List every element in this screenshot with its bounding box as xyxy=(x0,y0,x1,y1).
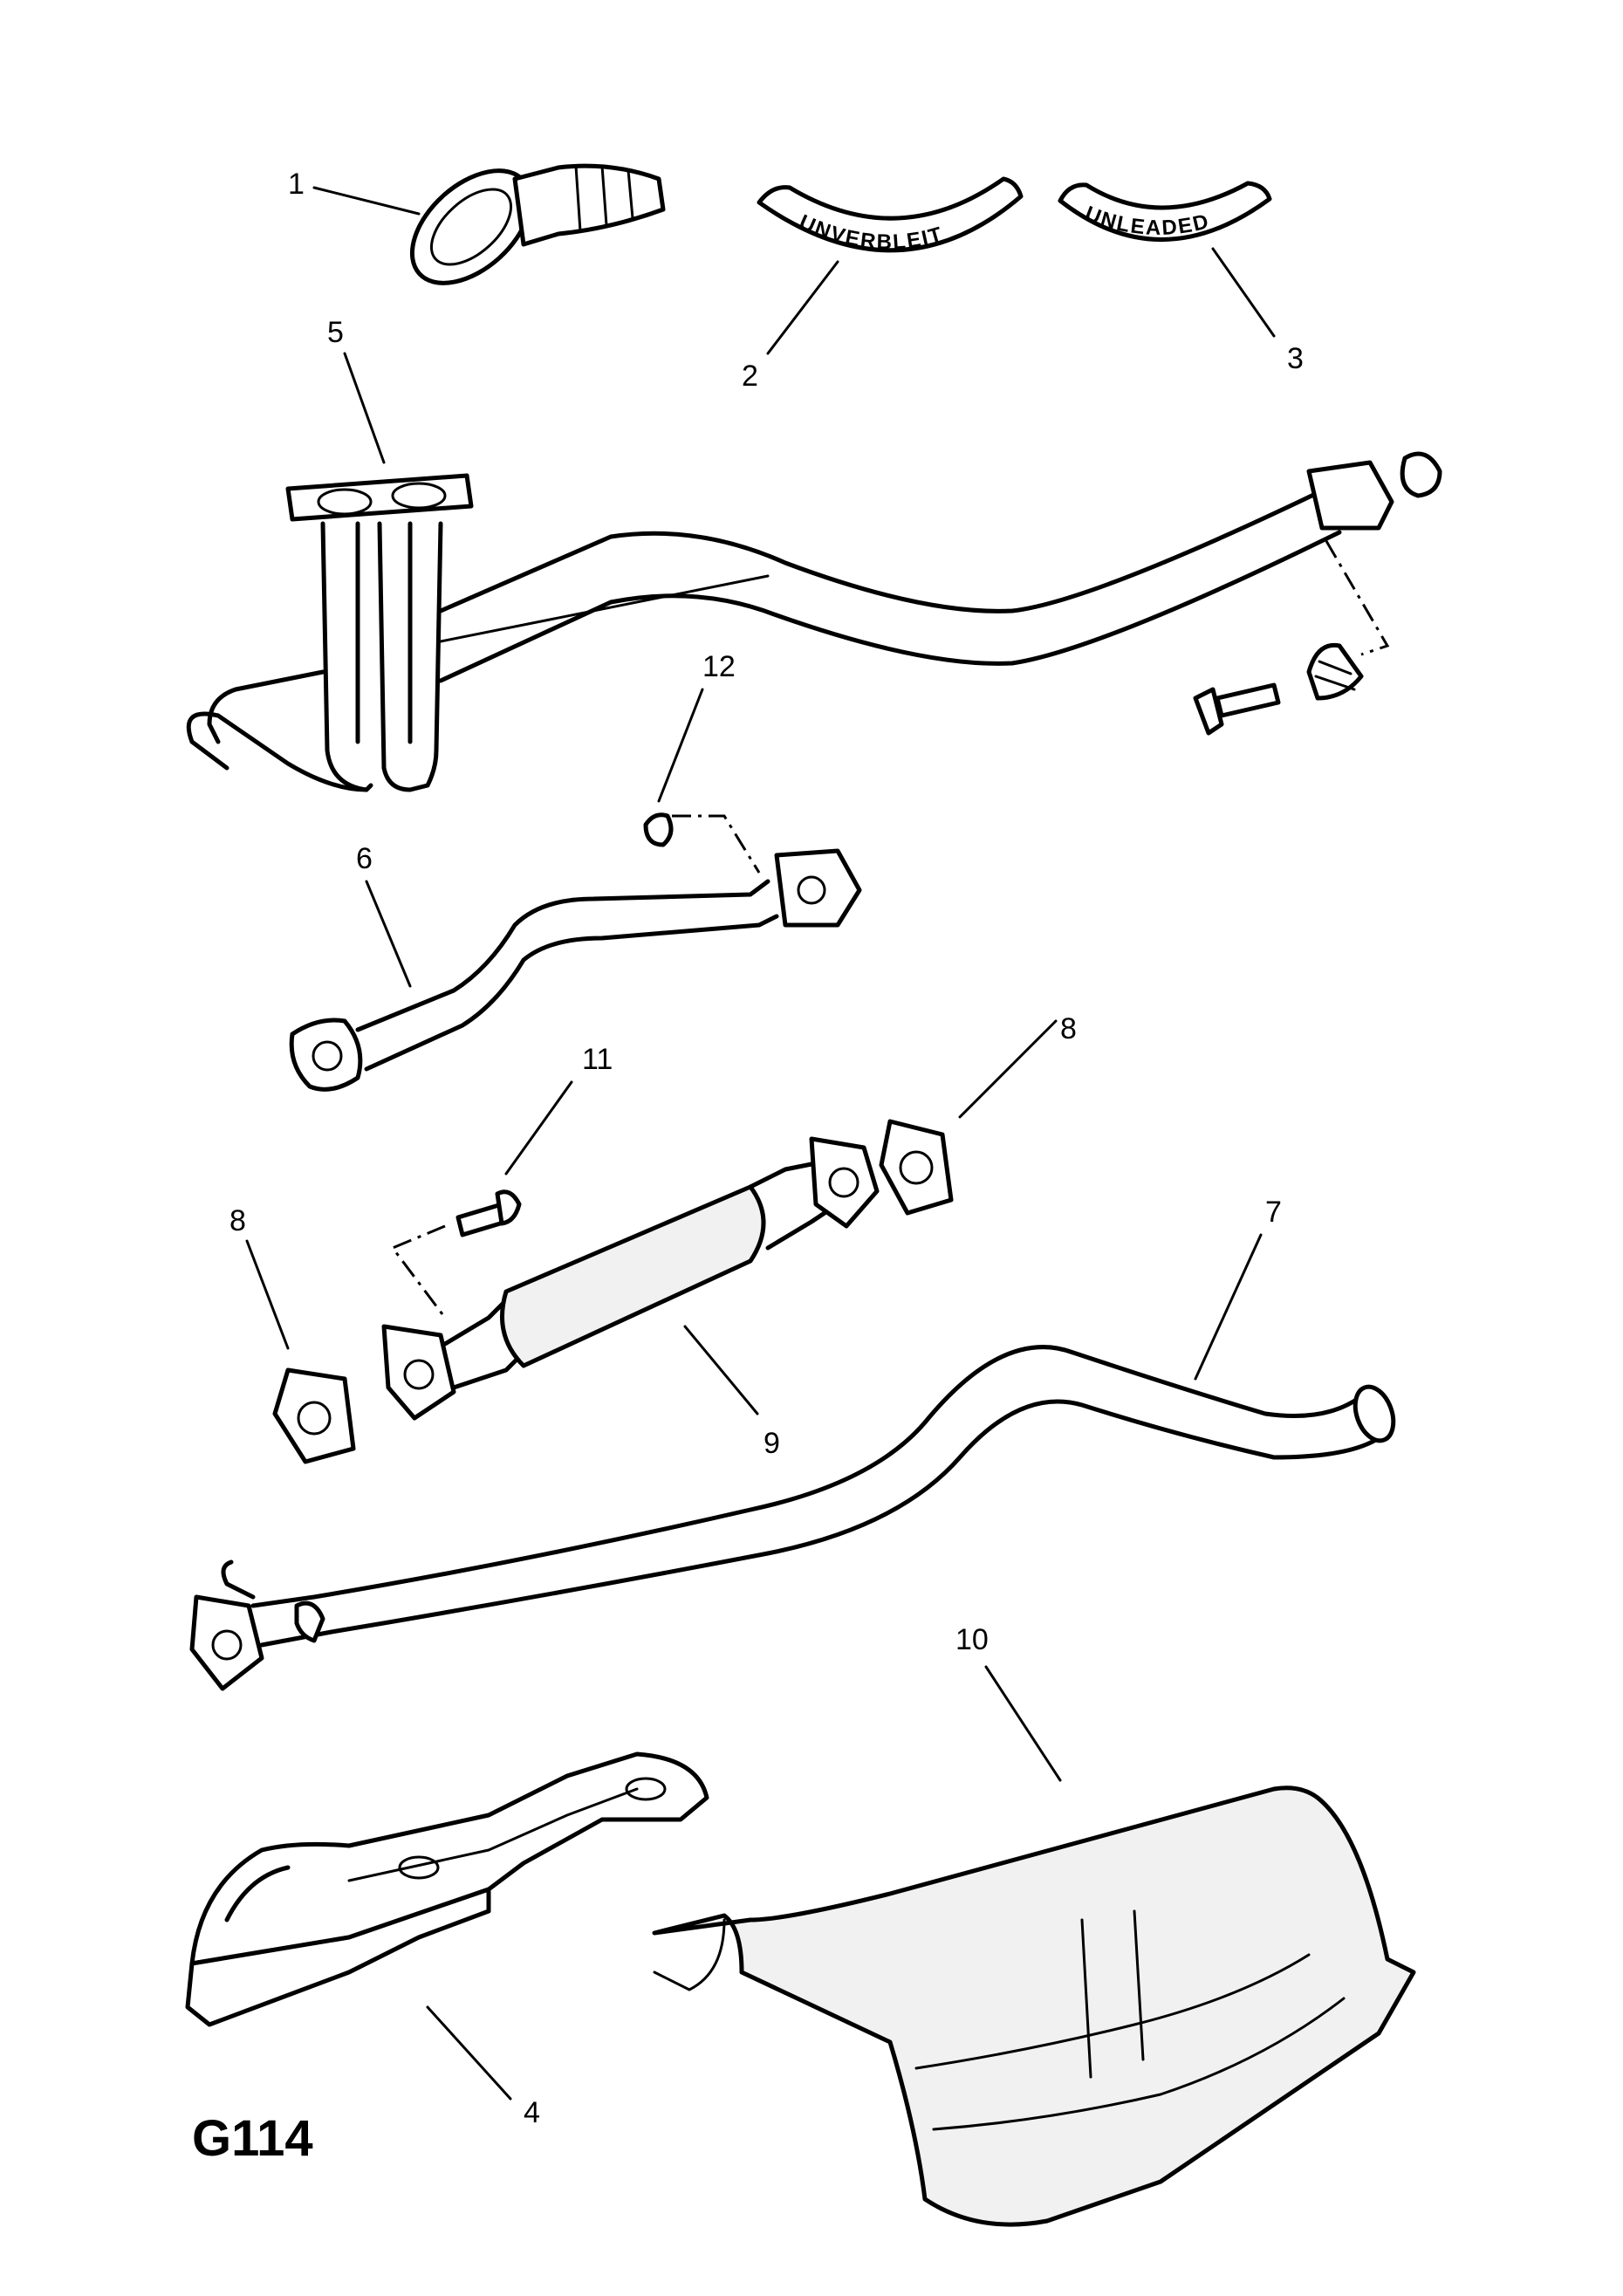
part-8-gasket-right xyxy=(879,1119,954,1216)
part-2-sticker-unverbleit: UNVERBLEIT xyxy=(757,176,1024,254)
part-9-catalytic-converter xyxy=(381,1136,880,1421)
callout-8-left: 8 xyxy=(229,1204,246,1237)
part-10-heat-shield xyxy=(652,1785,1416,2227)
callout-6: 6 xyxy=(356,842,373,875)
callout-9: 9 xyxy=(764,1427,780,1460)
part-8-gasket-left xyxy=(272,1367,356,1464)
callout-1: 1 xyxy=(288,168,305,201)
callout-labels: 1 2 3 4 5 6 7 8 8 9 10 11 12 xyxy=(229,168,1304,2129)
part-5-front-pipe xyxy=(186,451,1442,792)
part-5-mount-hardware xyxy=(1193,540,1390,736)
callout-7: 7 xyxy=(1265,1196,1282,1229)
part-6-intermediate-pipe xyxy=(289,812,862,1092)
part-4-heat-shield xyxy=(185,1751,709,2027)
figure-code: G114 xyxy=(192,2110,313,2167)
part-7-rear-pipe xyxy=(189,1345,1396,1691)
callout-5: 5 xyxy=(327,316,344,349)
callout-8-right: 8 xyxy=(1060,1012,1077,1045)
callout-11: 11 xyxy=(582,1043,613,1076)
callout-4: 4 xyxy=(524,2096,540,2129)
callout-10: 10 xyxy=(955,1623,989,1656)
callout-3: 3 xyxy=(1287,342,1304,375)
callout-12: 12 xyxy=(702,650,736,683)
part-11-bolt xyxy=(390,1189,522,1319)
part-1-filler-boot xyxy=(409,163,666,285)
callout-2: 2 xyxy=(742,360,758,393)
part-3-sticker-unleaded: UNLEADED xyxy=(1058,181,1272,242)
callout-leaders xyxy=(245,186,1276,2101)
